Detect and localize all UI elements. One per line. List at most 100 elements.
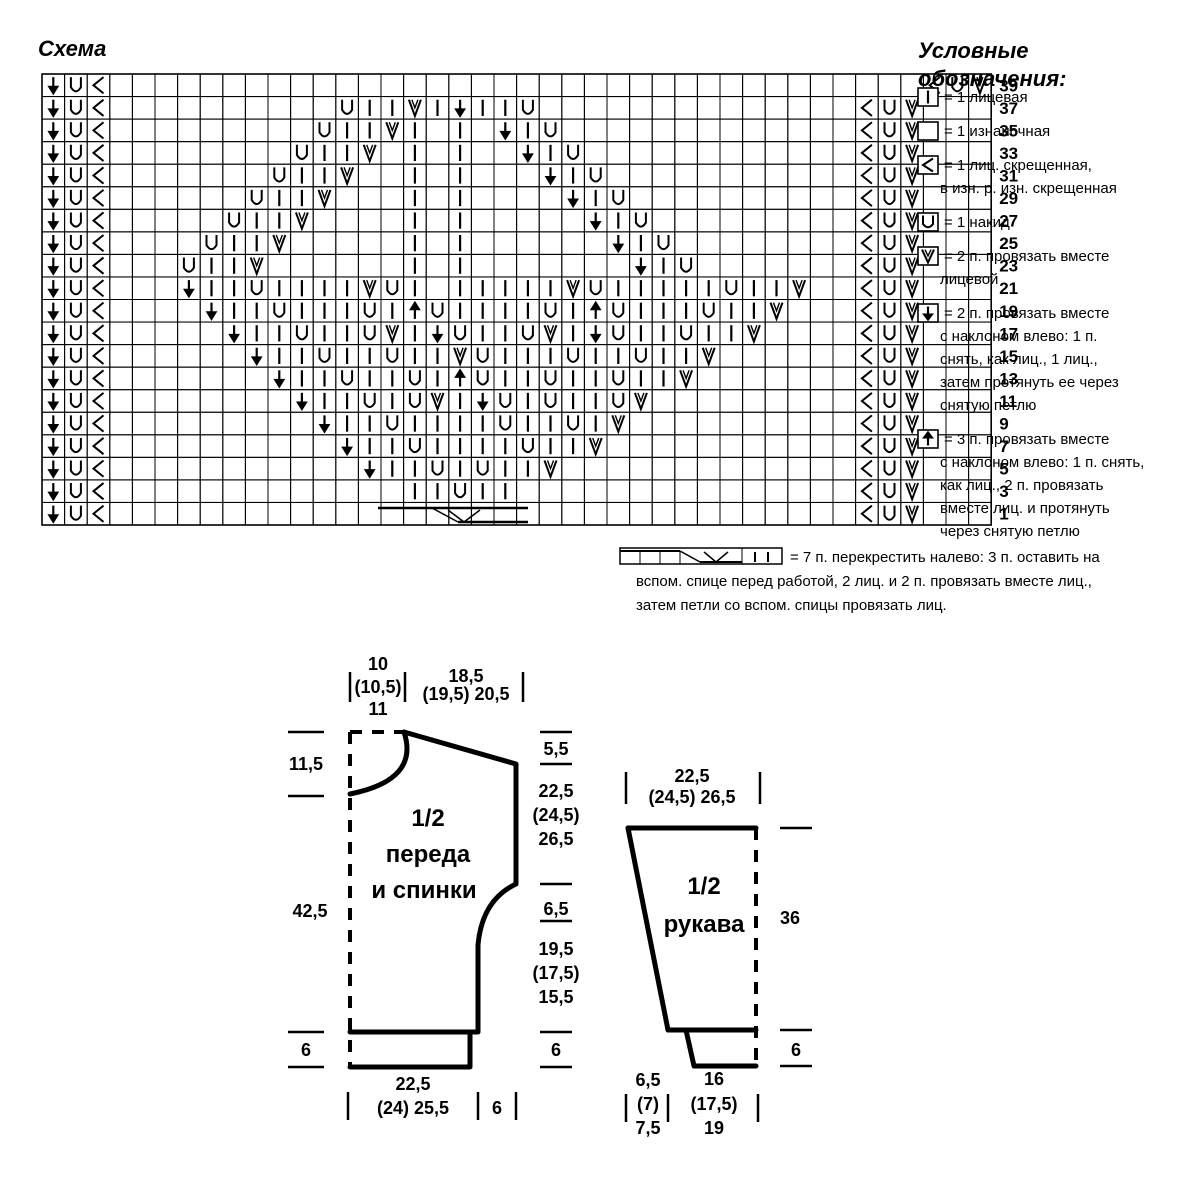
cable-cross-note-line3: затем петли со вспом. спицы провязать ли… [636, 597, 947, 614]
armhole-height-b: (24,5) [532, 805, 579, 825]
chart-row-number: 31 [999, 166, 1018, 185]
legend-list: = 1 лицевая = 1 изнаночная = 1 лиц. скреще… [917, 87, 1144, 540]
chart-row-number: 23 [999, 257, 1018, 276]
sleeve-step-c: 7,5 [635, 1118, 660, 1138]
k2tog-icon [917, 246, 939, 266]
legend-title-line1: Условные [918, 38, 1028, 63]
sleeve-rib: 6 [791, 1040, 801, 1060]
sleeve-bottom-a: 16 [704, 1069, 724, 1089]
legend-text: снять, как лиц., 1 лиц., [940, 351, 1098, 368]
chart-row [41, 501, 992, 526]
chart-row-number: 7 [999, 437, 1008, 456]
chart-row [41, 73, 992, 98]
sleeve-step-a: 6,5 [635, 1070, 660, 1090]
shoulder-drop: 5,5 [543, 739, 568, 759]
body-label-line1: 1/2 [411, 805, 444, 832]
cable-cross-legend-icon [619, 547, 783, 565]
neck-width-c: 11 [368, 699, 387, 719]
legend-text: = 1 лицевая [944, 89, 1028, 106]
ssk-icon [917, 303, 939, 323]
chart-row-number: 29 [999, 189, 1018, 208]
legend-item: = 2 п. провязать вместе с наклоном влево:… [917, 303, 1119, 414]
body-width-extra: 6 [492, 1098, 502, 1118]
chart-row-number: 35 [999, 121, 1018, 140]
chart-row-number: 17 [999, 324, 1018, 343]
legend-text: снятую петлю [940, 397, 1036, 414]
legend-text: лицевой [940, 271, 998, 288]
armhole-height-a: 22,5 [538, 781, 573, 801]
chart-row-number: 39 [999, 76, 1018, 95]
body-rib-right: 6 [551, 1040, 561, 1060]
neck-width-a: 10 [368, 654, 388, 674]
neck-width-b: (10,5) [354, 677, 401, 697]
yarn-over-icon [917, 212, 939, 232]
chart-row-number: 13 [999, 369, 1018, 388]
purl-stitch-icon [917, 121, 939, 141]
chart-row-number: 27 [999, 212, 1018, 231]
body-label-line2: переда [386, 841, 471, 868]
sleeve-bottom-c: 19 [704, 1118, 724, 1138]
twisted-knit-icon [917, 155, 939, 175]
sleeve-piece-outline [625, 825, 759, 1069]
legend-text: = 2 п. провязать вместе [944, 305, 1109, 322]
body-piece-dashed-lines [348, 730, 404, 1067]
body-label-line3: и спинки [371, 877, 476, 904]
knit-stitch-icon [917, 87, 939, 107]
legend-text: = 1 изнаночная [944, 123, 1050, 140]
shoulder-width-b: (19,5) 20,5 [422, 684, 509, 704]
legend-text: через снятую петлю [940, 523, 1080, 540]
sleeve-label-line1: 1/2 [687, 873, 720, 900]
body-piece-outline [347, 729, 519, 1070]
chart-row-number: 33 [999, 144, 1018, 163]
legend-item: = 1 изнаночная [917, 121, 1050, 141]
legend-item: = 3 п. провязать вместе с наклоном влево:… [917, 429, 1144, 540]
chart-row-number: 5 [999, 460, 1008, 479]
legend-text: с наклоном влево: 1 п. снять, [940, 454, 1144, 471]
neck-depth: 11,5 [289, 754, 323, 774]
sleeve-label-line2: рукава [664, 911, 745, 938]
legend-item: = 1 накид [917, 212, 1010, 232]
legend-text: как лиц., 2 п. провязать [940, 477, 1104, 494]
legend-text: = 3 п. провязать вместе [944, 431, 1109, 448]
legend-text: = 1 накид [944, 214, 1010, 231]
sk2p-icon [917, 429, 939, 449]
chart-row [41, 186, 992, 210]
chart-row-number: 15 [999, 347, 1018, 366]
body-width-a: 22,5 [395, 1074, 430, 1094]
sleeve-step-b: (7) [637, 1094, 659, 1114]
chart-row-number: 11 [999, 392, 1017, 411]
cable-cross-note-line1: = 7 п. перекрестить налево: 3 п. оставит… [790, 549, 1100, 566]
shoulder-width-a: 18,5 [448, 666, 483, 686]
underarm-step: 6,5 [543, 899, 568, 919]
legend-text: вместе лиц. и протянуть [940, 500, 1110, 517]
chart-row-number: 37 [999, 99, 1018, 118]
sleeve-top-width-b: (24,5) 26,5 [648, 787, 735, 807]
chart-row-number: 3 [999, 482, 1008, 501]
legend-text: с наклоном влево: 1 п. [940, 328, 1097, 345]
sleeve-dimension-lines [624, 772, 812, 1122]
legend-item: = 1 лицевая [917, 87, 1028, 107]
body-rib-left: 6 [301, 1040, 311, 1060]
chart-row-number: 1 [999, 505, 1008, 524]
sleeve-bottom-b: (17,5) [690, 1094, 737, 1114]
legend-item: = 1 лиц. скрещенная,в изн. р. изн. скрещ… [917, 155, 1117, 197]
stitch-chart-grid [41, 73, 993, 526]
total-body-height: 42,5 [292, 901, 327, 921]
chart-row-number: 9 [999, 415, 1008, 434]
sleeve-height: 36 [780, 908, 800, 928]
cable-cross-note-line2: вспом. спице перед работой, 2 лиц. и 2 п… [636, 573, 1092, 590]
body-width-b: (24) 25,5 [377, 1098, 449, 1118]
chart-row-number: 19 [999, 302, 1018, 321]
chart-cell [968, 501, 992, 526]
legend-item: = 2 п. провязать вместе лицевой [917, 246, 1109, 288]
sleeve-top-width-a: 22,5 [674, 766, 709, 786]
chart-row-number: 25 [999, 234, 1018, 253]
legend-title-line2: обозначения: [918, 66, 1066, 91]
side-length-a: 19,5 [538, 939, 573, 959]
cable-cross-symbol-in-chart [378, 506, 528, 524]
side-length-b: (17,5) [532, 963, 579, 983]
legend-text: = 2 п. провязать вместе [944, 248, 1109, 265]
legend-text: = 1 лиц. скрещенная, [944, 157, 1092, 174]
